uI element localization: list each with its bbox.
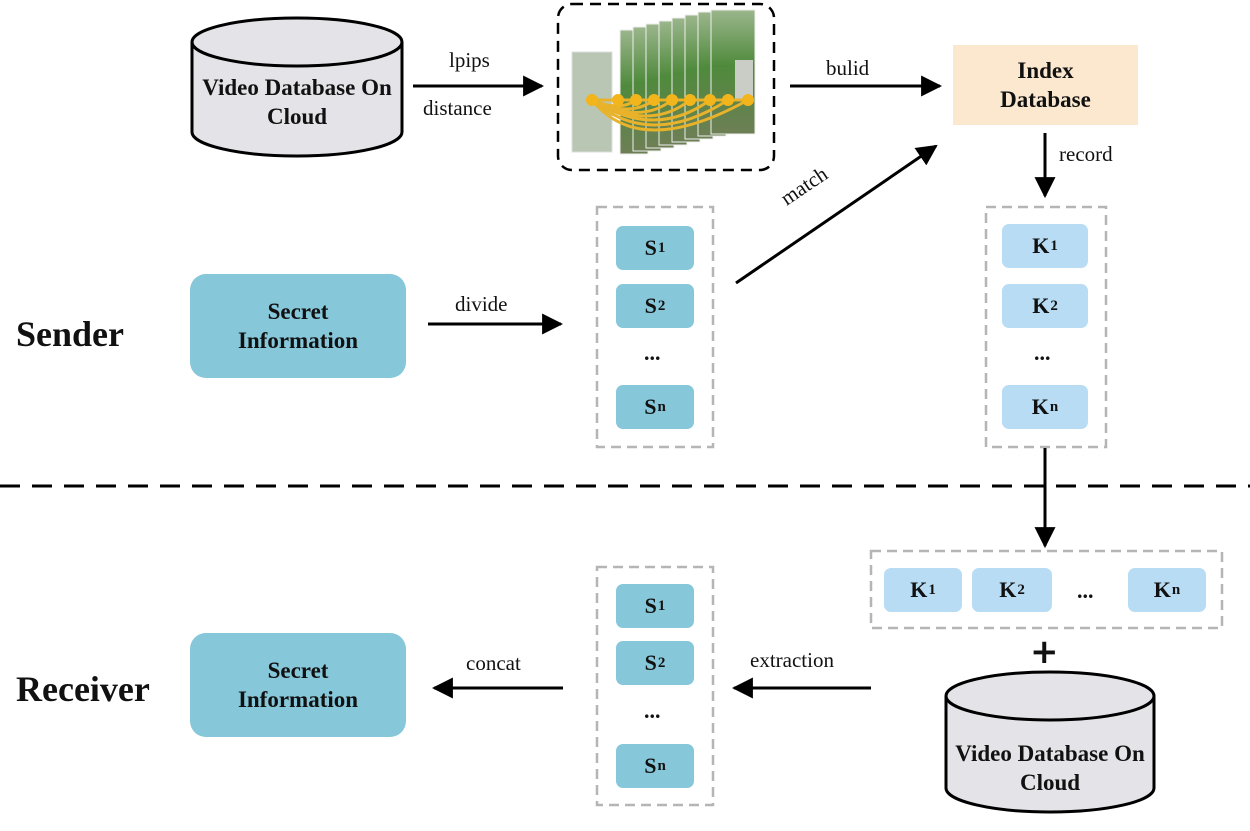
- receiver-key-kn-sub: n: [1171, 581, 1181, 598]
- edge-label-extraction: extraction: [750, 648, 834, 672]
- sender-segment-s1-sub: 1: [657, 239, 666, 256]
- video-db-bottom-label: Video Database On Cloud: [955, 741, 1145, 795]
- sender-key-k1-sub: 1: [1050, 237, 1058, 254]
- receiver-segment-sn-sub: n: [657, 757, 666, 774]
- video-db-bottom-cylinder: [944, 670, 1156, 814]
- receiver-key-k2-base: K: [999, 577, 1017, 602]
- edge-label-distance: distance: [423, 96, 492, 120]
- arrow-match: [735, 144, 938, 285]
- edge-label-divide: divide: [455, 292, 508, 316]
- sender-key-dots: ...: [1034, 340, 1051, 365]
- receiver-label: Receiver: [16, 669, 150, 709]
- sender-label: Sender: [16, 314, 124, 354]
- receiver-segment-s1-sub: 1: [657, 597, 666, 614]
- sender-keys-group: [984, 205, 1108, 449]
- index-database: Index Database: [953, 45, 1138, 125]
- receiver-keys-group: [869, 549, 1224, 630]
- sender-segment-s2-base: S: [644, 293, 657, 318]
- edge-label-record: record: [1059, 142, 1113, 166]
- receiver-key-dots: ...: [1077, 578, 1094, 603]
- receiver-segments-group: [595, 565, 715, 807]
- edge-label-concat: concat: [466, 651, 521, 675]
- sender-key-k1-base: K: [1032, 233, 1050, 258]
- receiver-segment-s2-sub: 2: [657, 654, 666, 671]
- sender-key-k2-sub: 2: [1050, 297, 1058, 314]
- video-frame-stack-icon: [556, 2, 776, 172]
- plus-sign: +: [1030, 632, 1059, 672]
- sender-segment-s2-sub: 2: [657, 297, 666, 314]
- sender-segment-s1-base: S: [644, 235, 657, 260]
- sender-key-kn-base: K: [1031, 394, 1049, 419]
- receiver-key-k1-sub: 1: [928, 581, 936, 598]
- sender-key-kn-sub: n: [1049, 398, 1059, 415]
- index-database-label: Index Database: [1000, 58, 1091, 112]
- edge-label-build: bulid: [826, 56, 870, 80]
- secret-information-receiver-label: Secret Information: [237, 658, 359, 712]
- sender-segment-sn-base: S: [644, 394, 657, 419]
- receiver-segment-s1-base: S: [644, 593, 657, 618]
- sender-segment-dots: ...: [644, 340, 661, 365]
- video-db-top-cylinder: [190, 16, 404, 158]
- receiver-key-k1-base: K: [910, 577, 928, 602]
- sender-segments-group: [595, 205, 715, 449]
- sender-segment-sn-sub: n: [657, 398, 666, 415]
- receiver-segment-s2-base: S: [644, 650, 657, 675]
- receiver-segment-dots: ...: [644, 698, 661, 723]
- receiver-segment-sn-base: S: [644, 753, 657, 778]
- edge-label-lpips: lpips: [449, 48, 490, 72]
- sender-key-k2-base: K: [1032, 293, 1050, 318]
- receiver-key-kn-base: K: [1153, 577, 1171, 602]
- receiver-key-k2-sub: 2: [1017, 581, 1025, 598]
- secret-information-receiver: Secret Information: [190, 633, 406, 737]
- secret-information-sender: Secret Information: [190, 274, 406, 378]
- secret-information-sender-label: Secret Information: [237, 299, 359, 353]
- video-db-top-label: Video Database On Cloud: [202, 75, 392, 129]
